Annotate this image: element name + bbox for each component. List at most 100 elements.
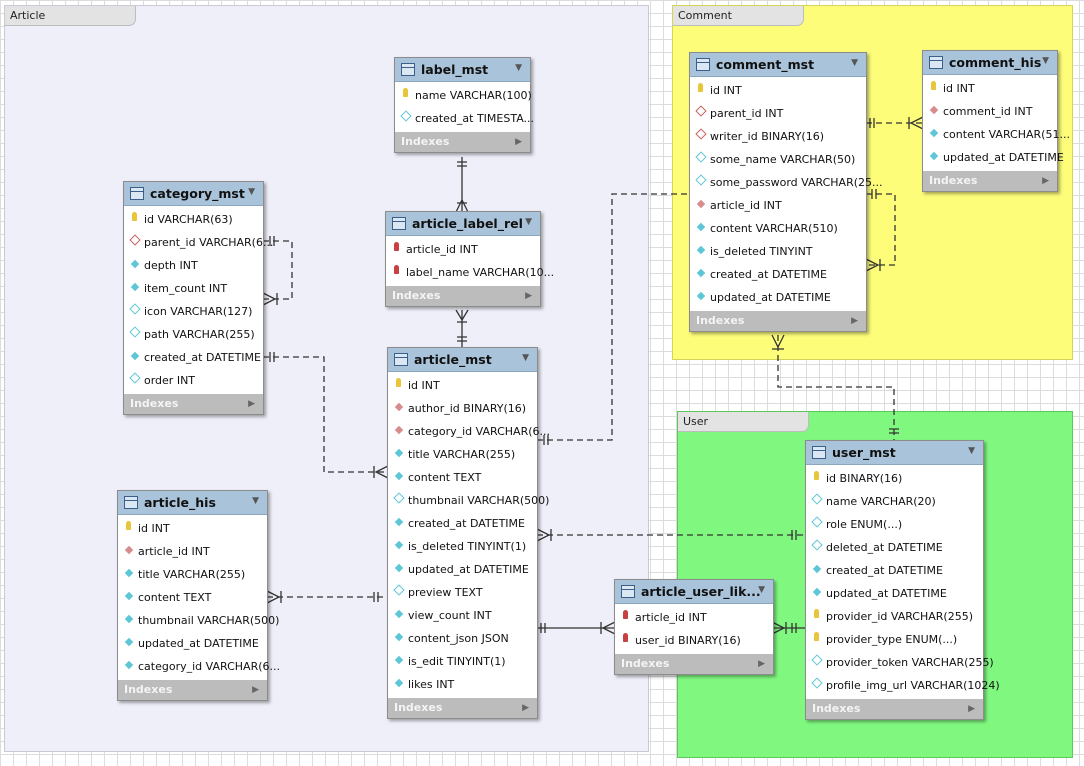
column-row[interactable]: parent_id VARCHAR(6... [124,231,273,254]
column-row[interactable]: title VARCHAR(255) [118,563,267,586]
collapse-arrow-icon[interactable]: ▼ [248,187,255,197]
table-header[interactable]: article_user_lik...▼ [615,580,773,604]
column-row[interactable]: content VARCHAR(510) [690,217,866,240]
table-header[interactable]: article_mst▼ [388,348,537,372]
expand-arrow-icon[interactable]: ▶ [252,685,259,695]
collapse-arrow-icon[interactable]: ▼ [851,58,858,68]
table-header[interactable]: article_his▼ [118,491,267,515]
column-row[interactable]: deleted_at DATETIME [806,536,983,559]
table-header[interactable]: label_mst▼ [395,58,530,82]
column-row[interactable]: id INT [690,79,866,102]
column-row[interactable]: article_id INT [690,194,866,217]
column-row[interactable]: updated_at DATETIME [388,558,537,581]
indexes-section[interactable]: Indexes▶ [690,311,866,331]
column-row[interactable]: id BINARY(16) [806,467,983,490]
column-row[interactable]: created_at DATETIME [806,559,983,582]
collapse-arrow-icon[interactable]: ▼ [515,63,522,73]
indexes-section[interactable]: Indexes▶ [806,699,983,719]
column-row[interactable]: id VARCHAR(63) [124,208,263,231]
table-user-mst[interactable]: user_mst▼id BINARY(16)name VARCHAR(20)ro… [805,440,1000,720]
column-row[interactable]: role ENUM(...) [806,513,983,536]
column-row[interactable]: category_id VARCHAR(6... [118,655,280,678]
collapse-arrow-icon[interactable]: ▼ [758,585,765,595]
column-row[interactable]: article_id INT [386,238,540,261]
column-row[interactable]: id INT [923,77,1057,100]
table-header[interactable]: comment_his▼ [923,51,1057,75]
column-row[interactable]: item_count INT [124,277,263,300]
column-row[interactable]: created_at DATETIME [388,512,537,535]
column-row[interactable]: label_name VARCHAR(10... [386,261,554,284]
table-header[interactable]: category_mst▼ [124,182,263,206]
indexes-section[interactable]: Indexes▶ [124,394,263,414]
expand-arrow-icon[interactable]: ▶ [525,291,532,301]
table-category-mst[interactable]: category_mst▼id VARCHAR(63)parent_id VAR… [123,181,273,415]
column-row[interactable]: id INT [388,374,537,397]
column-row[interactable]: provider_token VARCHAR(255) [806,651,994,674]
expand-arrow-icon[interactable]: ▶ [758,659,765,669]
column-row[interactable]: user_id BINARY(16) [615,629,773,652]
table-label-mst[interactable]: label_mst▼name VARCHAR(100)created_at TI… [394,57,534,153]
column-row[interactable]: is_edit TINYINT(1) [388,650,537,673]
indexes-section[interactable]: Indexes▶ [395,132,530,152]
column-row[interactable]: is_deleted TINYINT(1) [388,535,537,558]
column-row[interactable]: icon VARCHAR(127) [124,300,263,323]
column-row[interactable]: created_at DATETIME [124,346,263,369]
indexes-section[interactable]: Indexes▶ [923,171,1057,191]
indexes-section[interactable]: Indexes▶ [118,680,267,700]
collapse-arrow-icon[interactable]: ▼ [525,217,532,227]
column-row[interactable]: updated_at DATETIME [923,146,1064,169]
expand-arrow-icon[interactable]: ▶ [248,399,255,409]
column-row[interactable]: view_count INT [388,604,537,627]
indexes-section[interactable]: Indexes▶ [388,698,537,718]
column-row[interactable]: is_deleted TINYINT [690,240,866,263]
column-row[interactable]: parent_id INT [690,102,866,125]
column-row[interactable]: category_id VARCHAR(6... [388,420,550,443]
column-row[interactable]: content TEXT [118,586,267,609]
column-row[interactable]: created_at DATETIME [690,263,866,286]
column-row[interactable]: profile_img_url VARCHAR(1024) [806,674,1000,697]
column-row[interactable]: provider_type ENUM(...) [806,628,983,651]
column-row[interactable]: likes INT [388,673,537,696]
column-row[interactable]: some_password VARCHAR(25... [690,171,883,194]
layer-article[interactable]: Article [4,5,649,752]
column-row[interactable]: title VARCHAR(255) [388,443,537,466]
column-row[interactable]: content_json JSON [388,627,537,650]
column-row[interactable]: comment_id INT [923,100,1057,123]
table-header[interactable]: user_mst▼ [806,441,983,465]
collapse-arrow-icon[interactable]: ▼ [968,446,975,456]
table-header[interactable]: article_label_rel▼ [386,212,540,236]
table-header[interactable]: comment_mst▼ [690,53,866,77]
indexes-section[interactable]: Indexes▶ [615,654,773,674]
column-row[interactable]: content TEXT [388,466,537,489]
column-row[interactable]: updated_at DATETIME [690,286,866,309]
column-row[interactable]: content VARCHAR(51... [923,123,1070,146]
expand-arrow-icon[interactable]: ▶ [968,704,975,714]
column-row[interactable]: name VARCHAR(20) [806,490,983,513]
expand-arrow-icon[interactable]: ▶ [1042,176,1049,186]
column-row[interactable]: author_id BINARY(16) [388,397,537,420]
column-row[interactable]: preview TEXT [388,581,537,604]
column-row[interactable]: writer_id BINARY(16) [690,125,866,148]
column-row[interactable]: thumbnail VARCHAR(500) [388,489,549,512]
column-row[interactable]: article_id INT [615,606,773,629]
column-row[interactable]: order INT [124,369,263,392]
expand-arrow-icon[interactable]: ▶ [851,316,858,326]
expand-arrow-icon[interactable]: ▶ [515,137,522,147]
collapse-arrow-icon[interactable]: ▼ [252,496,259,506]
column-row[interactable]: path VARCHAR(255) [124,323,263,346]
column-row[interactable]: id INT [118,517,267,540]
column-row[interactable]: updated_at DATETIME [118,632,267,655]
column-row[interactable]: depth INT [124,254,263,277]
column-row[interactable]: thumbnail VARCHAR(500) [118,609,279,632]
column-row[interactable]: some_name VARCHAR(50) [690,148,866,171]
column-row[interactable]: article_id INT [118,540,267,563]
column-row[interactable]: provider_id VARCHAR(255) [806,605,983,628]
collapse-arrow-icon[interactable]: ▼ [1042,56,1049,66]
column-row[interactable]: name VARCHAR(100) [395,84,532,107]
